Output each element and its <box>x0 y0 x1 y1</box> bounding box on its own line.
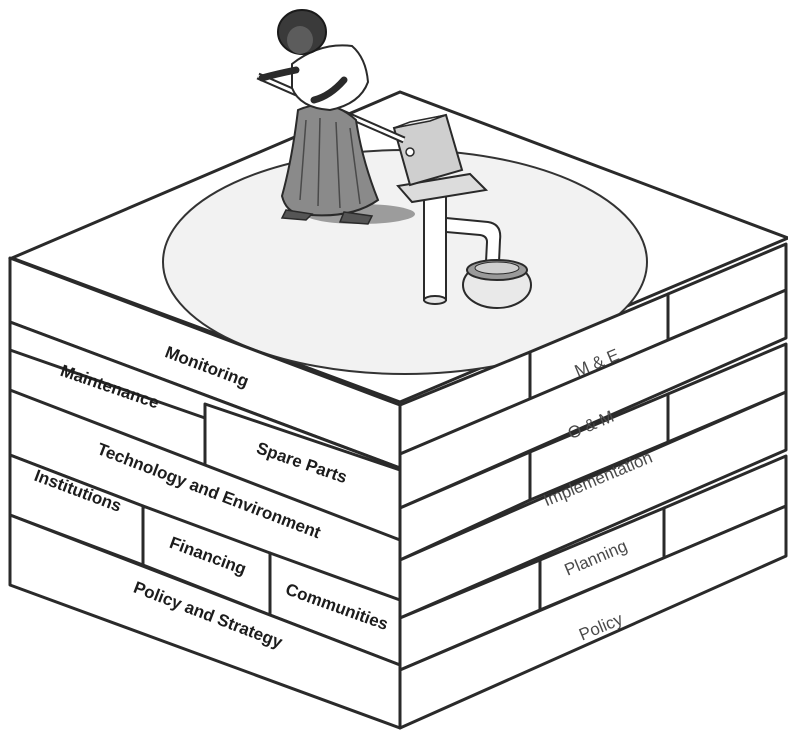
water-pot-icon <box>462 259 532 309</box>
side-face <box>398 242 788 730</box>
side-brick-om <box>398 288 788 510</box>
side-brick-planning <box>398 390 788 620</box>
person-figure <box>258 9 380 225</box>
hand-pump-illustration <box>256 9 532 309</box>
side-brick-bottom <box>398 504 788 730</box>
front-face <box>8 256 402 730</box>
